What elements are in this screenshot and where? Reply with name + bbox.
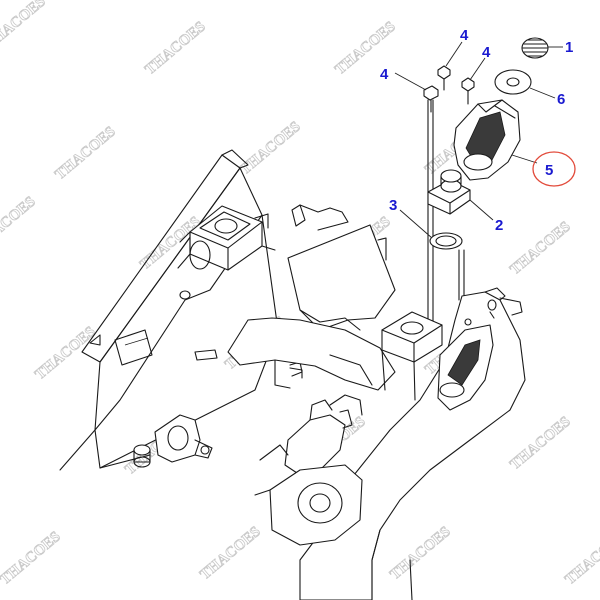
- watermark-text: THACOES: [197, 524, 263, 583]
- watermark-text: THACOES: [142, 19, 208, 78]
- callout-3[interactable]: 3: [389, 197, 397, 214]
- watermark-text: THACOES: [387, 524, 453, 583]
- callout-4[interactable]: 4: [482, 44, 491, 61]
- callout-labels: 1 6 4 4 4 5 3 2: [380, 27, 573, 234]
- callout-5[interactable]: 5: [545, 162, 553, 179]
- installed-cup: [437, 324, 494, 411]
- vertical-rods: [427, 99, 465, 331]
- callout-1[interactable]: 1: [565, 39, 573, 56]
- center-mount-block: [381, 311, 443, 401]
- leader-lines: [394, 41, 563, 239]
- watermark-text: THACOES: [507, 414, 573, 473]
- watermark-text: THACOES: [507, 219, 573, 278]
- callout-2[interactable]: 2: [495, 217, 503, 234]
- part-4-bolts: [423, 65, 475, 113]
- rail-mount-box: [177, 204, 349, 271]
- watermark-text: THACOES: [32, 324, 98, 383]
- highlight-circle: [532, 151, 576, 187]
- watermark-text: THACOES: [332, 19, 398, 78]
- part-2-flange: [427, 169, 471, 215]
- watermark-text: THACOES: [562, 529, 600, 588]
- part-5-cup-holder: [453, 99, 521, 181]
- watermark-text: THACOES: [0, 0, 49, 53]
- watermark-text: THACOES: [237, 119, 303, 178]
- part-3-ring: [429, 232, 463, 250]
- callout-6[interactable]: 6: [557, 91, 565, 108]
- watermark-text: THACOES: [0, 194, 39, 253]
- left-frame-rail: [59, 149, 279, 471]
- center-bracket-panel: [227, 224, 396, 391]
- callout-4[interactable]: 4: [380, 66, 389, 83]
- watermark-text: THACOES: [0, 529, 64, 588]
- lower-center-assembly: [254, 394, 363, 546]
- part-6-washer: [494, 69, 532, 95]
- part-1-knob: [521, 37, 549, 59]
- callout-4[interactable]: 4: [460, 27, 469, 44]
- watermark-text: THACOES: [52, 124, 118, 183]
- lower-left-bracket: [133, 414, 213, 468]
